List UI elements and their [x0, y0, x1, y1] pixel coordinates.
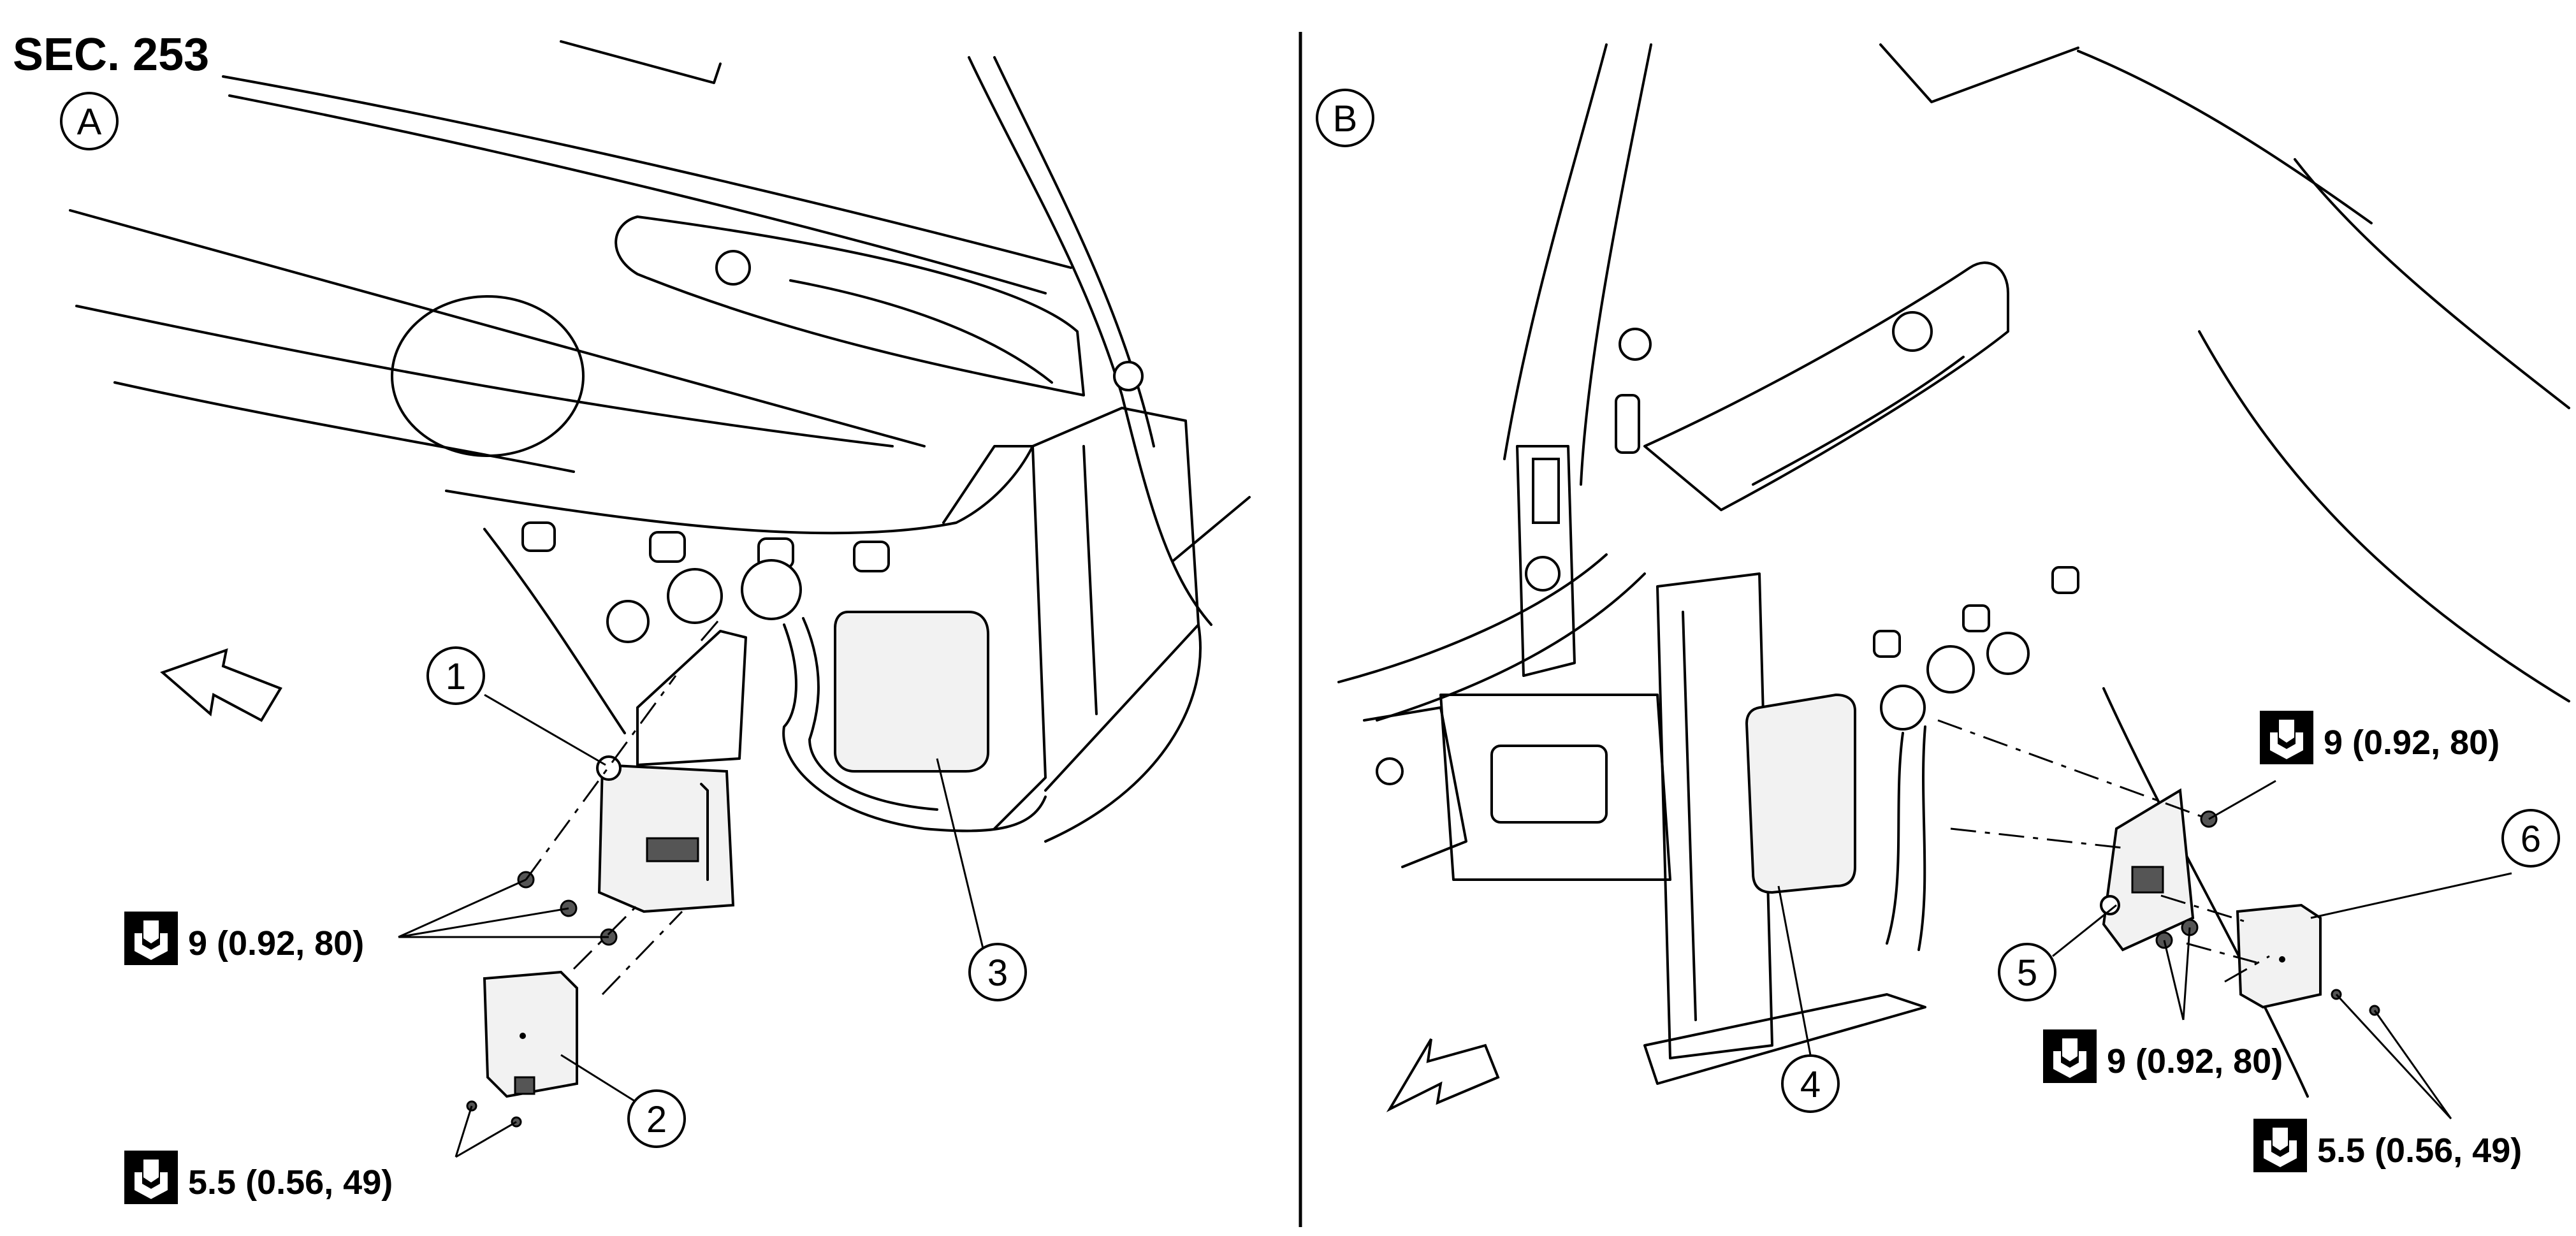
torque-wrench-icon — [124, 1151, 178, 1204]
torque-spec-a-unit: 5.5 (0.56, 49) — [124, 1151, 393, 1204]
svg-text:5.5 (0.56, 49): 5.5 (0.56, 49) — [2317, 1131, 2522, 1170]
callout-1: 1 — [426, 646, 485, 705]
svg-text:4: 4 — [1800, 1064, 1821, 1105]
torque-wrench-icon — [2260, 711, 2313, 764]
svg-text:A: A — [77, 101, 102, 143]
torque-spec-b-unit: 5.5 (0.56, 49) — [2253, 1119, 2522, 1172]
view-a-drawing — [69, 40, 1251, 1158]
front-arrow-icon — [1386, 1038, 1500, 1112]
svg-text:5: 5 — [2017, 952, 2037, 994]
section-label: SEC. 253 — [13, 29, 209, 80]
svg-text:9 (0.92, 80): 9 (0.92, 80) — [2324, 723, 2500, 762]
torque-spec-b-upper: 9 (0.92, 80) — [2260, 711, 2500, 764]
svg-text:9 (0.92, 80): 9 (0.92, 80) — [188, 924, 364, 963]
svg-text:B: B — [1333, 98, 1358, 140]
svg-text:9 (0.92, 80): 9 (0.92, 80) — [2107, 1042, 2283, 1080]
svg-text:2: 2 — [646, 1099, 667, 1140]
view-b-drawing — [1337, 43, 2570, 1120]
svg-text:5.5 (0.56, 49): 5.5 (0.56, 49) — [188, 1163, 393, 1202]
callout-2: 2 — [627, 1089, 686, 1148]
svg-text:3: 3 — [987, 952, 1008, 994]
callout-6: 6 — [2501, 809, 2560, 868]
svg-text:6: 6 — [2521, 818, 2541, 860]
torque-wrench-icon — [2043, 1029, 2097, 1083]
torque-spec-b-lower: 9 (0.92, 80) — [2043, 1029, 2283, 1083]
torque-spec-a-bracket: 9 (0.92, 80) — [124, 912, 364, 965]
callout-5: 5 — [1998, 943, 2056, 1001]
torque-wrench-icon — [2253, 1119, 2307, 1172]
front-arrow-icon — [160, 648, 282, 722]
svg-text:1: 1 — [446, 656, 466, 697]
callout-3: 3 — [968, 943, 1027, 1001]
torque-wrench-icon — [124, 912, 178, 965]
view-b-marker: B — [1316, 89, 1374, 147]
view-a-marker: A — [60, 92, 119, 150]
callout-4: 4 — [1781, 1054, 1840, 1113]
